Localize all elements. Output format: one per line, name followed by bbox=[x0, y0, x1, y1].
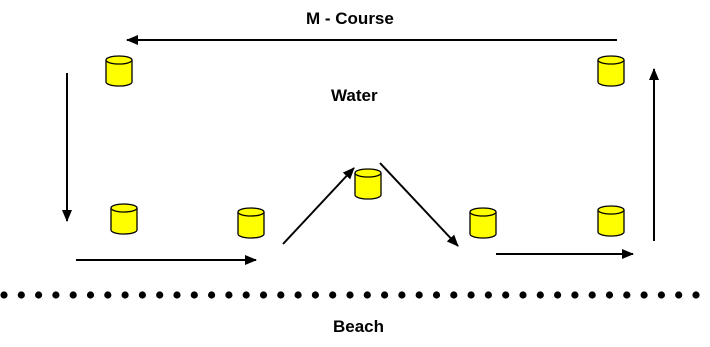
shoreline-dot bbox=[623, 291, 631, 299]
buoy-bottom-center-left bbox=[237, 207, 265, 239]
shoreline-dot bbox=[329, 291, 337, 299]
shoreline-dot bbox=[225, 291, 233, 299]
shoreline-dot bbox=[52, 291, 60, 299]
shoreline-dot bbox=[467, 291, 475, 299]
buoy-bottom-left bbox=[110, 203, 138, 235]
water-label: Water bbox=[331, 86, 378, 105]
arrow-diagonal-down bbox=[379, 162, 459, 247]
shoreline-dot bbox=[675, 291, 683, 299]
shoreline-dot bbox=[86, 291, 95, 299]
shoreline-dot bbox=[692, 291, 700, 299]
shoreline-dot bbox=[259, 291, 268, 299]
shoreline-dot bbox=[173, 291, 181, 299]
shoreline-dot bbox=[242, 291, 250, 299]
shoreline-dot bbox=[104, 291, 112, 299]
shoreline-dot bbox=[432, 291, 441, 299]
shoreline-dot bbox=[311, 291, 319, 299]
shoreline-dot bbox=[450, 291, 458, 299]
arrow-diagonal-up bbox=[282, 167, 355, 245]
shoreline-dot bbox=[277, 291, 285, 299]
shoreline-dot bbox=[35, 291, 43, 299]
shoreline-dot bbox=[208, 291, 216, 299]
shoreline-dot bbox=[605, 291, 614, 299]
shoreline-dot bbox=[588, 291, 596, 299]
buoy-top-right bbox=[597, 55, 625, 87]
shoreline-dot bbox=[381, 291, 389, 299]
shoreline-dot bbox=[415, 291, 423, 299]
shoreline-dot bbox=[363, 291, 371, 299]
shoreline-dot bbox=[190, 291, 198, 299]
beach-label: Beach bbox=[333, 317, 385, 336]
shoreline-dot bbox=[121, 291, 129, 299]
shoreline-dot bbox=[502, 291, 510, 299]
shoreline-dot bbox=[536, 291, 544, 299]
buoy-bottom-right bbox=[597, 205, 625, 237]
shoreline-dot bbox=[640, 291, 648, 299]
buoy-top-left bbox=[105, 55, 133, 87]
shoreline-dot bbox=[519, 291, 527, 299]
shoreline-dot bbox=[138, 291, 146, 299]
buoys bbox=[105, 55, 625, 239]
shoreline-dot bbox=[554, 291, 562, 299]
shoreline-dot bbox=[657, 291, 666, 299]
shoreline-dot bbox=[484, 291, 492, 299]
shoreline-dot bbox=[294, 291, 302, 299]
course-arrows bbox=[62, 35, 659, 265]
shoreline-dot bbox=[17, 291, 25, 299]
buoy-peak bbox=[354, 168, 382, 200]
shoreline-dot bbox=[0, 291, 8, 299]
shoreline-dotted-line bbox=[0, 291, 700, 299]
buoy-bottom-center-right bbox=[469, 207, 497, 239]
shoreline-dot bbox=[571, 291, 579, 299]
diagram-title: M - Course bbox=[306, 9, 394, 28]
shoreline-dot bbox=[346, 291, 354, 299]
shoreline-dot bbox=[156, 291, 164, 299]
shoreline-dot bbox=[69, 291, 77, 299]
shoreline-dot bbox=[398, 291, 406, 299]
